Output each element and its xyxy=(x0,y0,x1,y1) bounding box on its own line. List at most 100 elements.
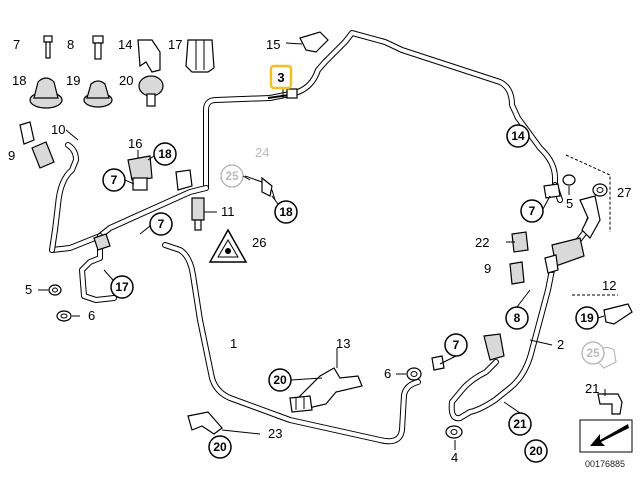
svg-text:21: 21 xyxy=(513,417,527,431)
highlighted-label: 3 xyxy=(277,70,284,85)
hose-lower-left-bend xyxy=(79,233,117,303)
label-24: 24 xyxy=(255,145,269,160)
grommet-19 xyxy=(83,80,113,108)
label-19: 19 xyxy=(66,73,80,88)
pipe-fitting-3 xyxy=(286,88,298,99)
bracket-23 xyxy=(187,411,223,435)
fitting-9-left xyxy=(19,121,55,169)
callout-circle-25-a[interactable]: 25 xyxy=(220,164,244,188)
callout-circle-18-b[interactable]: 18 xyxy=(274,200,298,224)
svg-text:19: 19 xyxy=(580,311,594,325)
label-11: 11 xyxy=(221,204,235,219)
callout-circle-25-b[interactable]: 25 xyxy=(581,341,605,365)
callout-circle-20-b[interactable]: 20 xyxy=(208,435,232,459)
svg-text:20: 20 xyxy=(529,444,543,458)
hose-main-3 xyxy=(203,30,558,191)
label-5-right: 5 xyxy=(566,196,573,211)
label-6-left: 6 xyxy=(88,308,95,323)
bracket-24 xyxy=(244,175,276,201)
drawing-number: 00176885 xyxy=(585,459,625,469)
callout-circle-7-d[interactable]: 7 xyxy=(444,333,468,357)
label-20: 20 xyxy=(119,73,133,88)
callout-circle-18-a[interactable]: 18 xyxy=(153,142,177,166)
label-15: 15 xyxy=(266,37,280,52)
svg-text:18: 18 xyxy=(279,205,293,219)
svg-text:20: 20 xyxy=(213,440,227,454)
label-26: 26 xyxy=(252,235,266,250)
bolt-8 xyxy=(92,35,104,60)
fitting-7-right xyxy=(543,183,561,199)
label-17: 17 xyxy=(168,37,182,52)
svg-text:18: 18 xyxy=(158,147,172,161)
leader-lines xyxy=(38,42,606,450)
clip-20-center xyxy=(289,395,313,413)
label-7: 7 xyxy=(13,37,20,52)
washer-4 xyxy=(445,425,463,439)
label-9-left: 9 xyxy=(8,148,15,163)
circle-leaders xyxy=(103,155,605,414)
fitting-7-center xyxy=(431,355,445,371)
svg-text:17: 17 xyxy=(115,280,129,294)
label-23: 23 xyxy=(268,426,282,441)
plain-labels: 7 8 14 17 15 18 19 20 9 10 16 24 11 26 5… xyxy=(8,37,631,465)
svg-text:14: 14 xyxy=(511,129,525,143)
hose-left-lower-10 xyxy=(49,142,79,253)
bracket-21 xyxy=(597,393,623,415)
label-27: 27 xyxy=(617,185,631,200)
hose-left-upper xyxy=(49,185,209,253)
connector-center-top xyxy=(175,169,193,191)
callout-circle-7-b[interactable]: 7 xyxy=(149,212,173,236)
circled-labels: 7 18 25 18 7 17 14 7 xyxy=(102,124,605,463)
sensor-11 xyxy=(191,197,205,231)
label-5-left: 5 xyxy=(25,282,32,297)
label-6-center: 6 xyxy=(384,366,391,381)
svg-text:7: 7 xyxy=(111,173,118,187)
label-21: 21 xyxy=(585,381,599,396)
label-4: 4 xyxy=(451,450,458,465)
callout-circle-7-c[interactable]: 7 xyxy=(520,199,544,223)
highlighted-callout-3[interactable]: 3 xyxy=(269,64,293,90)
label-13: 13 xyxy=(336,336,350,351)
svg-text:7: 7 xyxy=(453,338,460,352)
washer-6-left xyxy=(56,310,72,322)
fitting-15 xyxy=(299,31,329,53)
svg-text:20: 20 xyxy=(273,373,287,387)
callout-circle-14[interactable]: 14 xyxy=(506,124,530,148)
bolt-7 xyxy=(43,35,53,59)
label-18: 18 xyxy=(12,73,26,88)
valve-16 xyxy=(127,155,153,191)
washer-6-center xyxy=(406,367,422,381)
label-1: 1 xyxy=(230,336,237,351)
callout-circle-21[interactable]: 21 xyxy=(508,412,532,436)
label-10: 10 xyxy=(51,122,65,137)
label-9-right: 9 xyxy=(484,261,491,276)
callout-circle-20-c[interactable]: 20 xyxy=(524,439,548,463)
orientation-arrow-icon xyxy=(579,419,633,453)
bracket-12 xyxy=(603,303,633,325)
callout-circle-17[interactable]: 17 xyxy=(110,275,134,299)
label-12: 12 xyxy=(602,278,616,293)
svg-text:25: 25 xyxy=(225,169,239,183)
fitting-9-right xyxy=(509,261,525,285)
bracket-right-top xyxy=(579,195,601,239)
svg-text:7: 7 xyxy=(158,217,165,231)
label-8: 8 xyxy=(67,37,74,52)
label-16: 16 xyxy=(128,136,142,151)
label-14: 14 xyxy=(118,37,132,52)
svg-text:7: 7 xyxy=(529,204,536,218)
callout-circle-19[interactable]: 19 xyxy=(575,306,599,330)
clip-17 xyxy=(185,39,215,73)
callout-circle-20-a[interactable]: 20 xyxy=(268,368,292,392)
callout-circle-7-a[interactable]: 7 xyxy=(102,168,126,192)
valve-right xyxy=(544,237,585,274)
washer-27 xyxy=(592,183,608,197)
warning-label-26 xyxy=(208,228,248,263)
clip-14 xyxy=(137,39,161,73)
svg-text:25: 25 xyxy=(586,346,600,360)
washer-5-left xyxy=(48,284,62,296)
callout-circle-8[interactable]: 8 xyxy=(505,306,529,330)
label-22: 22 xyxy=(475,235,489,250)
guide-line-27 xyxy=(565,154,611,232)
